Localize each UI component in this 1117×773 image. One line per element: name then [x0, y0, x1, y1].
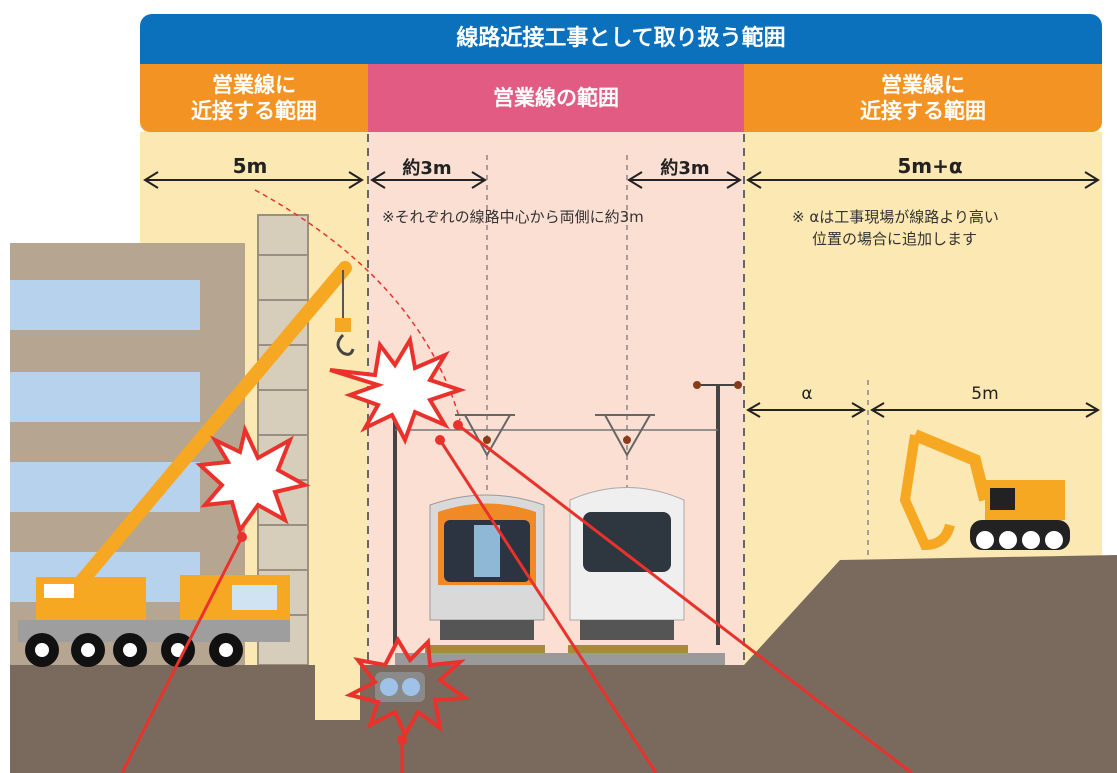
- dimension-center-left: 約3m: [402, 158, 452, 179]
- excavator: [899, 429, 1070, 551]
- buried-utility: [375, 672, 425, 702]
- hazard-burst-overhead: [329, 334, 467, 445]
- zone-label-right: 営業線に 近接する範囲: [744, 64, 1102, 132]
- dimension-alpha: α: [801, 384, 813, 404]
- pantographs: [455, 414, 655, 458]
- pointer-dots: [237, 420, 463, 745]
- zone-label-center: 営業線の範囲: [368, 64, 744, 132]
- dimension-right-5m-alpha: 5m+α: [897, 154, 963, 178]
- zone-label-left-line2: 近接する範囲: [191, 99, 317, 123]
- banner-title-text: 線路近接工事として取り扱う範囲: [456, 26, 786, 52]
- zone-label-left-line1: 営業線に: [212, 72, 296, 97]
- note-center: ※それぞれの線路中心から両側に約3m: [382, 208, 644, 226]
- track-bed: [395, 653, 725, 665]
- dimension-center-right: 約3m: [660, 158, 710, 179]
- zone-label-left: 営業線に 近接する範囲: [140, 64, 368, 132]
- dimension-right-5m: 5m: [971, 384, 999, 404]
- note-right-line1: ※ αは工事現場が線路より高い: [792, 208, 999, 226]
- banner-title: 線路近接工事として取り扱う範囲: [140, 14, 1102, 64]
- dimension-arrows: [143, 171, 1100, 418]
- hazard-burst-crane: [195, 423, 311, 535]
- dimension-left-5m: 5m: [232, 154, 268, 178]
- zone-label-right-line1: 営業線に: [881, 72, 965, 97]
- catenary-poles: [378, 384, 740, 645]
- crane: [18, 261, 355, 667]
- center-zone-background: [368, 132, 744, 722]
- hazard-burst-underground: [344, 635, 471, 740]
- note-right-line2: 位置の場合に追加します: [812, 230, 978, 248]
- zone-label-right-line2: 近接する範囲: [860, 99, 986, 123]
- crane-swing-arc: [254, 189, 461, 421]
- pointer-lines: [120, 423, 913, 773]
- train-right: [569, 487, 685, 640]
- zone-label-center-text: 営業線の範囲: [493, 85, 619, 110]
- track-right: [568, 645, 688, 653]
- track-left: [425, 645, 545, 653]
- train-left: [429, 494, 545, 640]
